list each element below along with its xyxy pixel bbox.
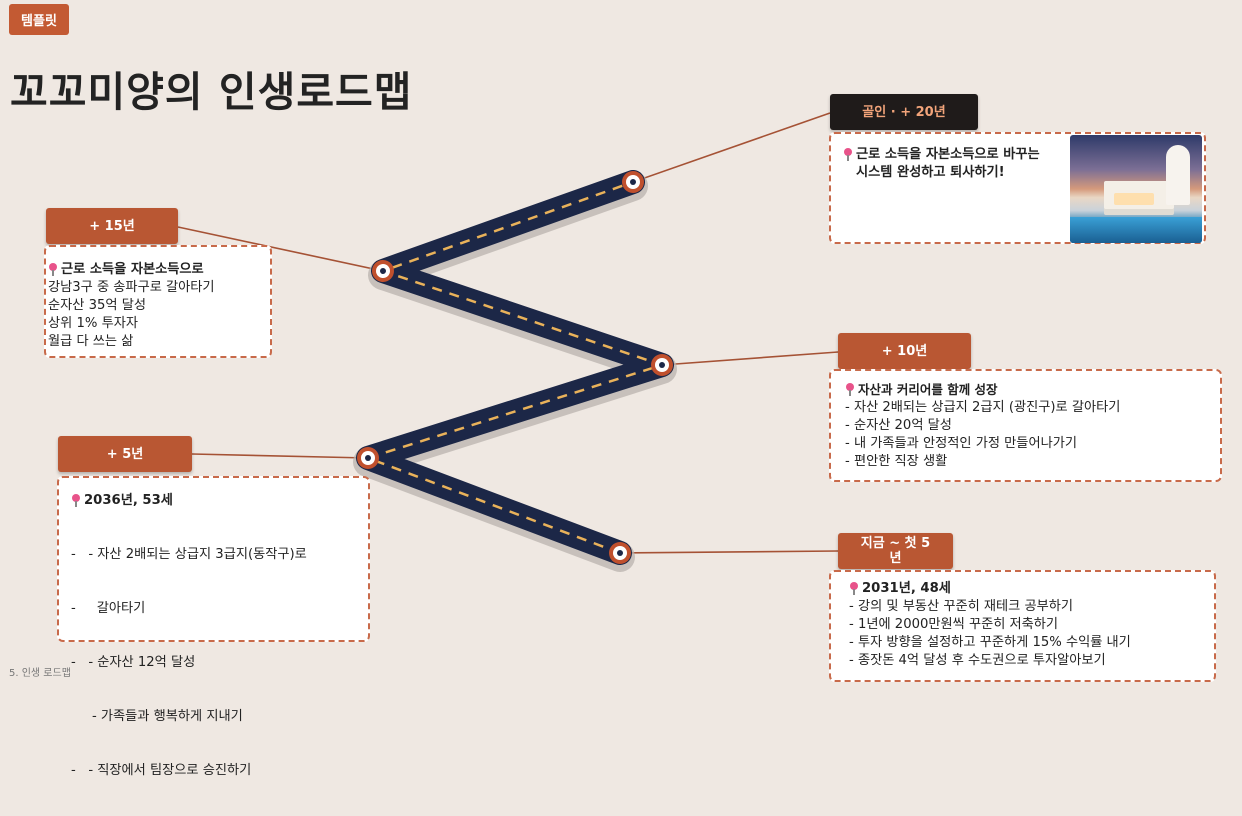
pin-icon xyxy=(843,146,853,161)
list-item: - - 직장에서 팀장으로 승진하기 xyxy=(71,763,252,778)
list-item: - 가족들과 행복하게 지내기 xyxy=(71,709,243,724)
waypoint-10y xyxy=(651,354,673,376)
heading-text: 자산과 커리어를 함께 성장 xyxy=(858,382,998,397)
card-5y-heading: 2036년, 53세 xyxy=(71,492,368,510)
label-now-line2: 년 xyxy=(889,551,902,566)
waypoint-now xyxy=(609,542,631,564)
list-item: - 1년에 2000만원씩 꾸준히 저축하기 xyxy=(849,617,1059,632)
card-retire-heading: 근로 소득을 자본소득으로 바꾸는 시스템 완성하고 퇴사하기! xyxy=(843,146,1204,182)
waypoint-15y xyxy=(372,260,394,282)
connector-lines xyxy=(177,112,839,554)
connector-10y xyxy=(661,351,839,366)
list-item: 월급 다 쓰는 삶 xyxy=(48,334,134,349)
template-tag[interactable]: 템플릿 xyxy=(9,4,69,35)
connector-15y xyxy=(177,226,384,272)
list-item: - 강의 및 부동산 꾸준히 재테크 공부하기 xyxy=(849,599,1074,614)
waypoint-5y xyxy=(357,447,379,469)
list-item: - 순자산 20억 달성 xyxy=(845,418,952,433)
waypoint-retire xyxy=(622,171,644,193)
label-10y: + 10년 xyxy=(838,333,971,369)
pin-icon xyxy=(48,261,58,276)
label-15y: + 15년 xyxy=(46,208,178,244)
retire-line-1: 근로 소득을 자본소득으로 바꾸는 xyxy=(856,147,1040,162)
list-item: - 내 가족들과 안정적인 가정 만들어나가기 xyxy=(845,436,1077,451)
card-10y: 자산과 커리어를 함께 성장 - 자산 2배되는 상급지 2급지 (광진구)로 … xyxy=(829,369,1222,482)
page-title: 꼬꼬미양의 인생로드맵 xyxy=(10,68,413,116)
connector-5y xyxy=(191,453,369,459)
list-item: - 편안한 직장 생활 xyxy=(845,454,948,469)
villa-pool-photo xyxy=(1070,135,1202,243)
card-10y-heading: 자산과 커리어를 함께 성장 xyxy=(845,381,1220,399)
heading-text: 근로 소득을 자본소득으로 xyxy=(61,262,204,277)
list-item: - - 순자산 12억 달성 xyxy=(71,655,196,670)
heading-text: 2036년, 53세 xyxy=(84,493,173,508)
card-5y: 2036년, 53세 - - 자산 2배되는 상급지 3급지(동작구)로 - 갈… xyxy=(57,476,370,778)
connector-retire xyxy=(632,112,831,183)
card-now-heading: 2031년, 48세 xyxy=(849,580,1214,598)
connector-now xyxy=(619,550,839,554)
list-item: 상위 1% 투자자 xyxy=(48,316,138,331)
list-item: - 투자 방향을 설정하고 꾸준하게 15% 수익률 내기 xyxy=(849,635,1131,650)
card-now: 2031년, 48세 - 강의 및 부동산 꾸준히 재테크 공부하기 - 1년에… xyxy=(829,570,1216,682)
card-retire: 근로 소득을 자본소득으로 바꾸는 시스템 완성하고 퇴사하기! xyxy=(829,132,1206,244)
label-now-line1: 지금 ~ 첫 5 xyxy=(860,536,931,551)
pin-icon xyxy=(849,580,859,595)
list-item: - 종잣돈 4억 달성 후 수도권으로 투자알아보기 xyxy=(849,653,1106,668)
list-now: - 강의 및 부동산 꾸준히 재테크 공부하기 - 1년에 2000만원씩 꾸준… xyxy=(849,598,1214,670)
list-item: - - 자산 2배되는 상급지 3급지(동작구)로 xyxy=(71,547,307,562)
label-now: 지금 ~ 첫 5 년 xyxy=(838,533,953,569)
list-item: 강남3구 중 송파구로 갈아타기 xyxy=(48,280,215,295)
pin-icon xyxy=(845,381,855,396)
label-5y: + 5년 xyxy=(58,436,192,472)
card-15y-heading: 근로 소득을 자본소득으로 xyxy=(48,261,270,279)
retire-line-2: 시스템 완성하고 퇴사하기! xyxy=(856,165,1005,180)
roadmap-road xyxy=(177,112,839,572)
list-item: - 자산 2배되는 상급지 2급지 (광진구)로 갈아타기 xyxy=(845,400,1121,415)
list-item: - 갈아타기 xyxy=(71,601,146,616)
list-item: 순자산 35억 달성 xyxy=(48,298,146,313)
list-10y: - 자산 2배되는 상급지 2급지 (광진구)로 갈아타기 - 순자산 20억 … xyxy=(845,399,1220,471)
card-15y: 근로 소득을 자본소득으로 강남3구 중 송파구로 갈아타기 순자산 35억 달… xyxy=(44,245,272,358)
page-footer: 5. 인생 로드맵 xyxy=(9,668,71,679)
label-retire: 골인 · + 20년 xyxy=(830,94,978,130)
pin-icon xyxy=(71,492,81,507)
list-5y: - - 자산 2배되는 상급지 3급지(동작구)로 - 갈아타기 - - 순자산… xyxy=(71,510,368,816)
heading-text: 2031년, 48세 xyxy=(862,581,951,596)
list-15y: 강남3구 중 송파구로 갈아타기 순자산 35억 달성 상위 1% 투자자 월급… xyxy=(48,279,270,351)
